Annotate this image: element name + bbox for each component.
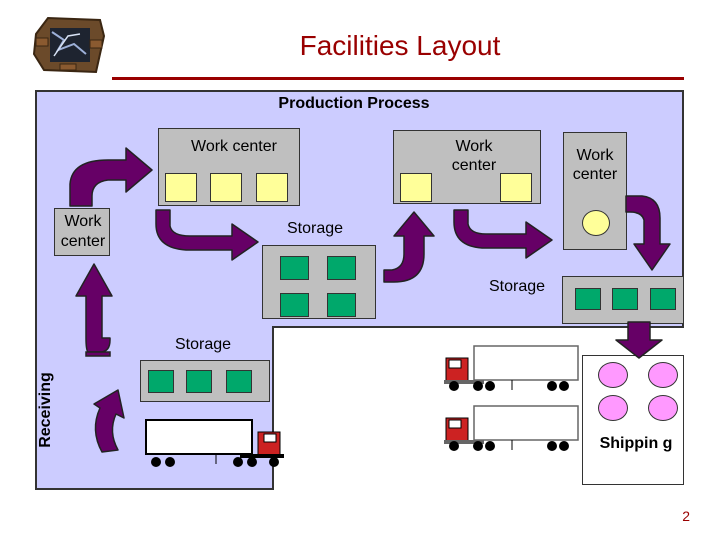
receiving-label: Receiving (37, 372, 54, 448)
work-center-label-left: Work center (60, 213, 106, 250)
storage-cell (148, 370, 174, 393)
storage-cell (280, 293, 309, 317)
work-cell (400, 173, 432, 202)
production-process-label: Production Process (278, 95, 430, 112)
shipping-label: Shippin g (599, 435, 673, 452)
work-cell (500, 173, 532, 202)
storage-label-bottom: Storage (175, 336, 232, 353)
storage-cell (186, 370, 212, 393)
storage-label-middle: Storage (287, 220, 344, 237)
storage-label-right: Storage (489, 278, 546, 295)
storage-cell (280, 256, 309, 280)
lower-area-cover (37, 324, 272, 330)
storage-cell (650, 288, 676, 310)
page-number: 2 (682, 508, 690, 524)
storage-cell (226, 370, 252, 393)
storage-cell (575, 288, 601, 310)
slide-title: Facilities Layout (299, 30, 501, 61)
work-center-label-top-right: Work center (572, 147, 618, 183)
work-cell (165, 173, 197, 202)
storage-cell (612, 288, 638, 310)
shipping-cell-oval (598, 362, 628, 388)
storage-cell (327, 256, 356, 280)
semi-truck-icon (444, 345, 579, 391)
work-cell (210, 173, 242, 202)
shipping-cell-oval (648, 395, 678, 421)
semi-truck-icon (444, 405, 579, 451)
shipping-cell-oval (648, 362, 678, 388)
brick-logo-icon (30, 14, 108, 76)
work-cell (256, 173, 288, 202)
storage-cell (327, 293, 356, 317)
work-cell-oval (582, 210, 610, 236)
shipping-cell-oval (598, 395, 628, 421)
title-rule (112, 77, 684, 80)
work-center-label-top-middle: Work center (451, 138, 497, 174)
work-center-box-left (54, 208, 110, 256)
work-center-label-top-left: Work center (191, 138, 277, 155)
